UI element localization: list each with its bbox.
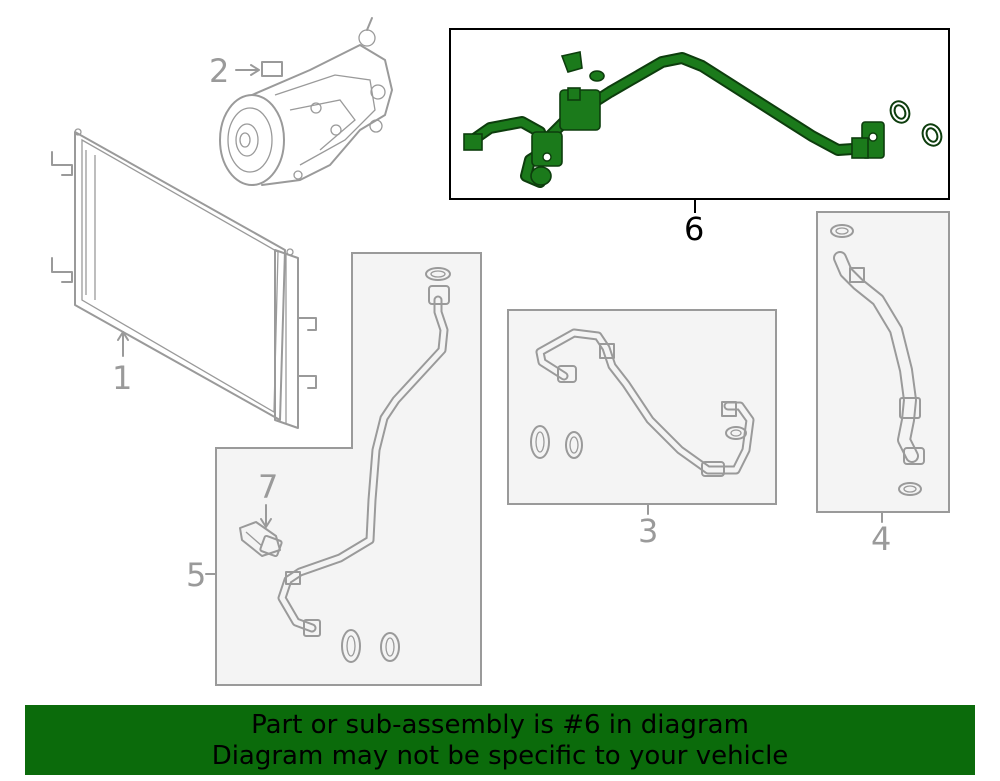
ac-line-assembly-part-6[interactable]	[463, 51, 885, 188]
condenser-part[interactable]	[51, 128, 317, 429]
callout-6: 6	[684, 210, 704, 248]
info-banner: Part or sub-assembly is #6 in diagram Di…	[25, 705, 975, 775]
o-rings-part-5	[341, 267, 451, 663]
banner-line-1: Part or sub-assembly is #6 in diagram	[251, 710, 749, 740]
ac-line-part-3[interactable]	[535, 328, 755, 477]
callout-2-leader	[235, 64, 260, 76]
callout-5: 5	[186, 556, 206, 594]
o-rings-part-3	[530, 425, 747, 459]
o-rings-part-4	[830, 224, 922, 496]
o-rings-part-6	[889, 100, 943, 147]
compressor-part[interactable]	[219, 17, 393, 186]
ac-line-part-5[interactable]	[277, 285, 450, 637]
callout-4: 4	[871, 520, 891, 558]
callout-3: 3	[638, 512, 658, 550]
hose-part-4[interactable]	[833, 251, 925, 465]
part-5-box	[215, 252, 482, 686]
callout-1-leader	[117, 331, 129, 357]
callout-7-leader	[260, 504, 272, 528]
callout-1: 1	[112, 359, 132, 397]
pressure-sensor-part-7[interactable]	[239, 521, 283, 558]
banner-line-2: Diagram may not be specific to your vehi…	[211, 741, 789, 771]
callout-2: 2	[209, 52, 229, 90]
callout-7: 7	[258, 468, 278, 506]
